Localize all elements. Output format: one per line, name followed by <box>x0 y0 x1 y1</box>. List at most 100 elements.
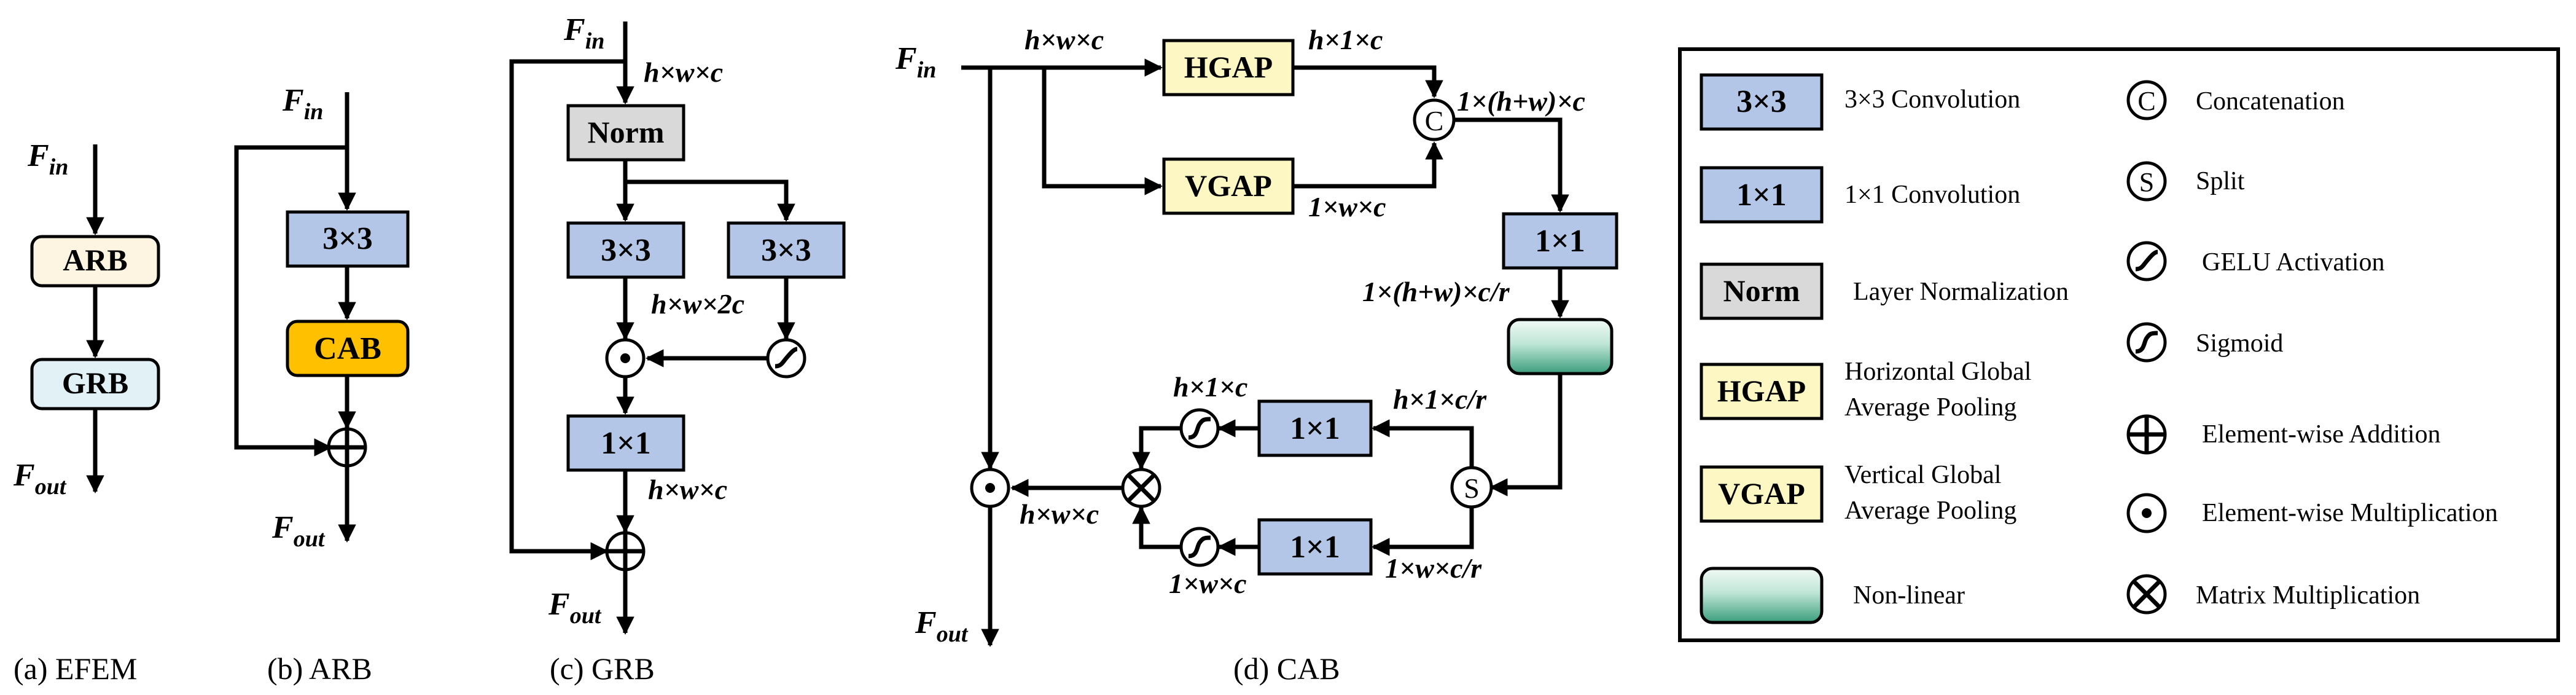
efem-grb-label: GRB <box>62 366 128 400</box>
grb-dim-out: h×w×c <box>648 474 727 505</box>
svg-text:S: S <box>2139 167 2154 197</box>
svg-text:S: S <box>1464 473 1480 504</box>
grb-norm-right-arrow <box>625 179 795 222</box>
cab-concat-icon: C <box>1413 98 1456 141</box>
legend-vgap: VGAP Vertical Global Average Pooling <box>1700 461 2016 525</box>
cab-mult-op <box>970 468 1010 508</box>
legend-conv1-label: 1×1 Convolution <box>1844 181 2020 209</box>
legend-vgap-label-1: Vertical Global <box>1844 461 2001 489</box>
cab-split-to-conv-mid-arrow <box>1372 419 1474 468</box>
legend-concat: C Concatenation <box>2126 80 2345 120</box>
grb-mult-op <box>605 338 646 379</box>
arb-fin-label: Fin <box>282 83 323 125</box>
arb-caption: (b) ARB <box>267 651 372 686</box>
efem-caption: (a) EFEM <box>14 651 137 686</box>
cab-dim-split-w: 1×w×c/r <box>1385 552 1482 584</box>
legend-conv1: 1×1 1×1 Convolution <box>1700 166 2020 224</box>
legend-mult-label: Element-wise Multiplication <box>2202 499 2498 527</box>
legend-conv3: 3×3 3×3 Convolution <box>1700 73 2020 131</box>
legend-nonlinear-label: Non-linear <box>1853 581 1965 610</box>
arb-fout-label: Fout <box>271 510 326 552</box>
arb-conv3-label: 3×3 <box>322 221 373 256</box>
legend-matmul: Matrix Multiplication <box>2126 574 2420 615</box>
legend-conv3-label: 3×3 Convolution <box>1844 85 2020 114</box>
cab-dim-cat: 1×(h+w)×c <box>1457 85 1585 117</box>
svg-text:HGAP: HGAP <box>1717 374 1806 408</box>
panel-grb: Fin h×w×c Norm 3×3 3×3 h×w×2c 1×1 h×w×c <box>509 12 846 686</box>
grb-caption: (c) GRB <box>550 651 655 686</box>
cab-sig-bottom-to-matmul-arrow <box>1132 506 1181 549</box>
svg-text:1×1: 1×1 <box>1736 178 1787 213</box>
legend-frame <box>1678 47 2560 642</box>
legend-add-label: Element-wise Addition <box>2202 420 2440 449</box>
grb-add-op <box>605 531 646 571</box>
cab-conv1-mid-block <box>1257 399 1373 457</box>
grb-dim-in: h×w×c <box>644 57 723 88</box>
svg-text:C: C <box>1425 105 1444 136</box>
efem-fin-label: Fin <box>27 138 68 180</box>
cab-dim-sig-h: h×1×c <box>1173 371 1247 402</box>
legend-norm: Norm Layer Normalization <box>1700 262 2069 320</box>
legend-nonlinear: Non-linear <box>1700 567 1965 624</box>
cab-sigmoid-top-icon <box>1179 408 1220 449</box>
legend-sigmoid-label: Sigmoid <box>2196 329 2283 358</box>
cab-dim-split-h: h×1×c/r <box>1393 383 1487 415</box>
efem-fout-label: Fout <box>13 458 67 500</box>
cab-dim-sig-w: 1×w×c <box>1169 568 1247 599</box>
cab-matmul-op <box>1121 468 1161 508</box>
cab-dim-vgap: 1×w×c <box>1308 191 1386 222</box>
grb-fin-label: Fin <box>563 12 604 54</box>
cab-conv1-mid-label: 1×1 <box>1290 411 1340 446</box>
legend-vgap-label-2: Average Pooling <box>1844 497 2016 525</box>
grb-conv3-right-label: 3×3 <box>761 233 811 268</box>
svg-text:C: C <box>2137 86 2155 116</box>
cab-hgap-label: HGAP <box>1184 50 1273 84</box>
svg-text:3×3: 3×3 <box>1736 84 1787 119</box>
panel-cab: Fin h×w×c HGAP VGAP h×1×c 1×w×c C 1×(h+w… <box>895 24 1618 686</box>
cab-hgap-to-concat-arrow <box>1293 65 1443 98</box>
legend-norm-label: Layer Normalization <box>1853 278 2069 306</box>
legend-gelu-label: GELU Activation <box>2202 248 2384 277</box>
cab-conv1-top-block <box>1502 212 1618 270</box>
svg-text:Norm: Norm <box>1723 273 1800 308</box>
cab-fin-label: Fin <box>895 41 936 83</box>
legend-split: S Split <box>2126 161 2245 202</box>
cab-nonlinear-block <box>1507 318 1614 375</box>
legend-concat-label: Concatenation <box>2196 87 2345 116</box>
cab-nonlinear-to-split-arrow <box>1489 374 1563 497</box>
cab-split-to-conv-low-arrow <box>1372 507 1474 556</box>
legend-hgap-label-2: Average Pooling <box>1844 393 2016 422</box>
cab-dim-in: h×w×c <box>1025 24 1104 55</box>
arb-skip-connection <box>234 145 347 457</box>
efem-arb-label: ARB <box>63 243 128 277</box>
cab-sig-top-to-matmul-arrow <box>1132 426 1181 470</box>
legend-hgap: HGAP Horizontal Global Average Pooling <box>1700 358 2031 422</box>
grb-conv1-label: 1×1 <box>601 426 651 461</box>
cab-vgap-to-concat-arrow <box>1293 141 1443 189</box>
grb-norm-label: Norm <box>588 115 665 149</box>
cab-input-to-vgap-arrow <box>1042 68 1163 195</box>
legend: 3×3 3×3 Convolution 1×1 1×1 Convolution … <box>1678 47 2560 642</box>
cab-sigmoid-bottom-icon <box>1179 527 1220 567</box>
legend-split-label: Split <box>2196 167 2245 195</box>
arb-conv3-block <box>286 210 410 268</box>
legend-sigmoid: Sigmoid <box>2126 322 2283 363</box>
arb-cab-label: CAB <box>314 331 381 366</box>
cab-vgap-label: VGAP <box>1185 168 1272 203</box>
cab-dim-red: 1×(h+w)×c/r <box>1362 276 1510 307</box>
cab-conv1-top-label: 1×1 <box>1535 224 1585 259</box>
cab-dim-hgap: h×1×c <box>1308 24 1383 55</box>
legend-hgap-label-1: Horizontal Global <box>1844 358 2031 386</box>
arb-add-op <box>327 427 367 468</box>
grb-fout-label: Fout <box>548 587 602 629</box>
grb-dim-mid: h×w×2c <box>651 288 744 320</box>
grb-conv3-left-label: 3×3 <box>601 233 651 268</box>
cab-split-icon: S <box>1450 466 1493 509</box>
cab-caption: (d) CAB <box>1233 651 1340 686</box>
grb-conv3-right-block <box>727 221 846 279</box>
legend-matmul-label: Matrix Multiplication <box>2196 581 2420 610</box>
legend-mult: Element-wise Multiplication <box>2126 493 2498 533</box>
panel-arb: Fin 3×3 CAB Fout (b) ARB <box>234 83 410 686</box>
legend-gelu: GELU Activation <box>2126 241 2384 281</box>
grb-norm-block <box>566 104 685 162</box>
